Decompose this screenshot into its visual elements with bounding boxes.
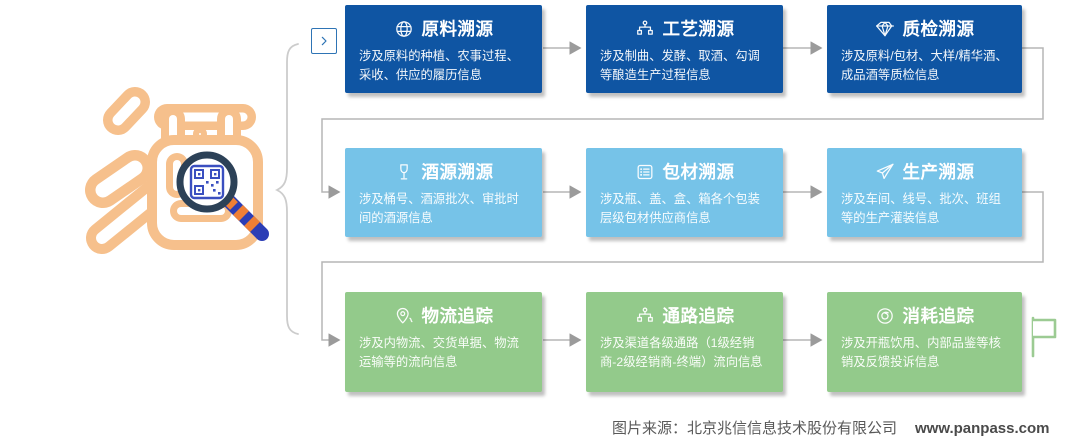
flow-box-title: 包材溯源 xyxy=(662,162,735,182)
flow-box-header: 质检溯源 xyxy=(827,16,1022,41)
flow-box-description: 涉及原料的种植、农事过程、采收、供应的履历信息 xyxy=(359,49,519,82)
flow-box-header: 消耗追踪 xyxy=(827,303,1022,328)
flow-box-title: 酒源溯源 xyxy=(421,162,494,182)
flow-box-header: 酒源溯源 xyxy=(345,159,542,184)
source-text: 图片来源：北京兆信信息技术股份有限公司 xyxy=(612,420,898,437)
qr-code-icon xyxy=(189,164,225,200)
flow-box-description: 涉及内物流、交货单据、物流运输等的流向信息 xyxy=(359,336,519,369)
paper-plane-icon xyxy=(875,162,895,182)
flow-box-header: 生产溯源 xyxy=(827,159,1022,184)
flow-box-8: 通路追踪 涉及渠道各级通路（1级经销商-2级经销商-终端）流向信息 xyxy=(586,292,783,392)
flow-box-header: 通路追踪 xyxy=(586,303,783,328)
flow-box-2: 工艺溯源 涉及制曲、发酵、取酒、勾调等酿造生产过程信息 xyxy=(586,5,783,93)
flow-box-description: 涉及原料/包材、大样/精华酒、成品酒等质检信息 xyxy=(841,49,1008,82)
diamond-icon xyxy=(875,19,895,39)
wrap-row1-row2 xyxy=(321,47,1044,199)
flow-box-6: 生产溯源 涉及车间、线号、批次、班组等的生产灌装信息 xyxy=(827,148,1022,237)
flow-box-header: 包材溯源 xyxy=(586,159,783,184)
flow-box-header: 原料溯源 xyxy=(345,16,542,41)
curly-brace-left-icon xyxy=(274,43,299,335)
flow-box-9: 消耗追踪 涉及开瓶饮用、内部品鉴等核销及反馈投诉信息 xyxy=(827,292,1022,392)
flow-box-description: 涉及开瓶饮用、内部品鉴等核销及反馈投诉信息 xyxy=(841,336,1001,369)
location-pin-icon xyxy=(394,306,414,326)
flow-box-description: 涉及瓶、盖、盒、箱各个包装层级包材供应商信息 xyxy=(600,192,760,225)
flow-box-description: 涉及制曲、发酵、取酒、勾调等酿造生产过程信息 xyxy=(600,49,760,82)
source-url: www.panpass.com xyxy=(915,420,1050,437)
sitemap-icon xyxy=(635,306,655,326)
flow-box-7: 物流追踪 涉及内物流、交货单据、物流运输等的流向信息 xyxy=(345,292,542,392)
wrap-row2-row3 xyxy=(321,191,1044,347)
flow-box-title: 通路追踪 xyxy=(662,306,735,326)
entry-chevron-button[interactable] xyxy=(311,28,337,54)
flow-box-title: 物流追踪 xyxy=(421,306,494,326)
sitemap-icon xyxy=(635,19,655,39)
flow-box-title: 质检溯源 xyxy=(902,19,975,39)
flow-box-description: 涉及车间、线号、批次、班组等的生产灌装信息 xyxy=(841,192,1001,225)
flow-box-3: 质检溯源 涉及原料/包材、大样/精华酒、成品酒等质检信息 xyxy=(827,5,1022,93)
chevron-right-icon xyxy=(321,36,327,46)
flow-box-header: 物流追踪 xyxy=(345,303,542,328)
flow-box-title: 消耗追踪 xyxy=(902,306,975,326)
flow-box-4: 酒源溯源 涉及桶号、酒源批次、审批时间的酒源信息 xyxy=(345,148,542,237)
wine-glass-icon xyxy=(394,162,414,182)
compass-icon xyxy=(875,306,895,326)
flow-box-5: 包材溯源 涉及瓶、盖、盒、箱各个包装层级包材供应商信息 xyxy=(586,148,783,237)
globe-icon xyxy=(394,19,414,39)
flow-box-title: 生产溯源 xyxy=(902,162,975,182)
flow-box-description: 涉及渠道各级通路（1级经销商-2级经销商-终端）流向信息 xyxy=(600,336,763,369)
flow-box-header: 工艺溯源 xyxy=(586,16,783,41)
source-attribution: 图片来源：北京兆信信息技术股份有限公司 www.panpass.com xyxy=(612,417,1050,438)
flow-box-title: 原料溯源 xyxy=(421,19,494,39)
flow-box-description: 涉及桶号、酒源批次、审批时间的酒源信息 xyxy=(359,192,519,225)
list-icon xyxy=(635,162,655,182)
flag-icon xyxy=(1031,316,1057,358)
flow-box-1: 原料溯源 涉及原料的种植、农事过程、采收、供应的履历信息 xyxy=(345,5,542,93)
flow-box-title: 工艺溯源 xyxy=(662,19,735,39)
jiu-character-qr-magnifier-icon xyxy=(85,87,269,254)
